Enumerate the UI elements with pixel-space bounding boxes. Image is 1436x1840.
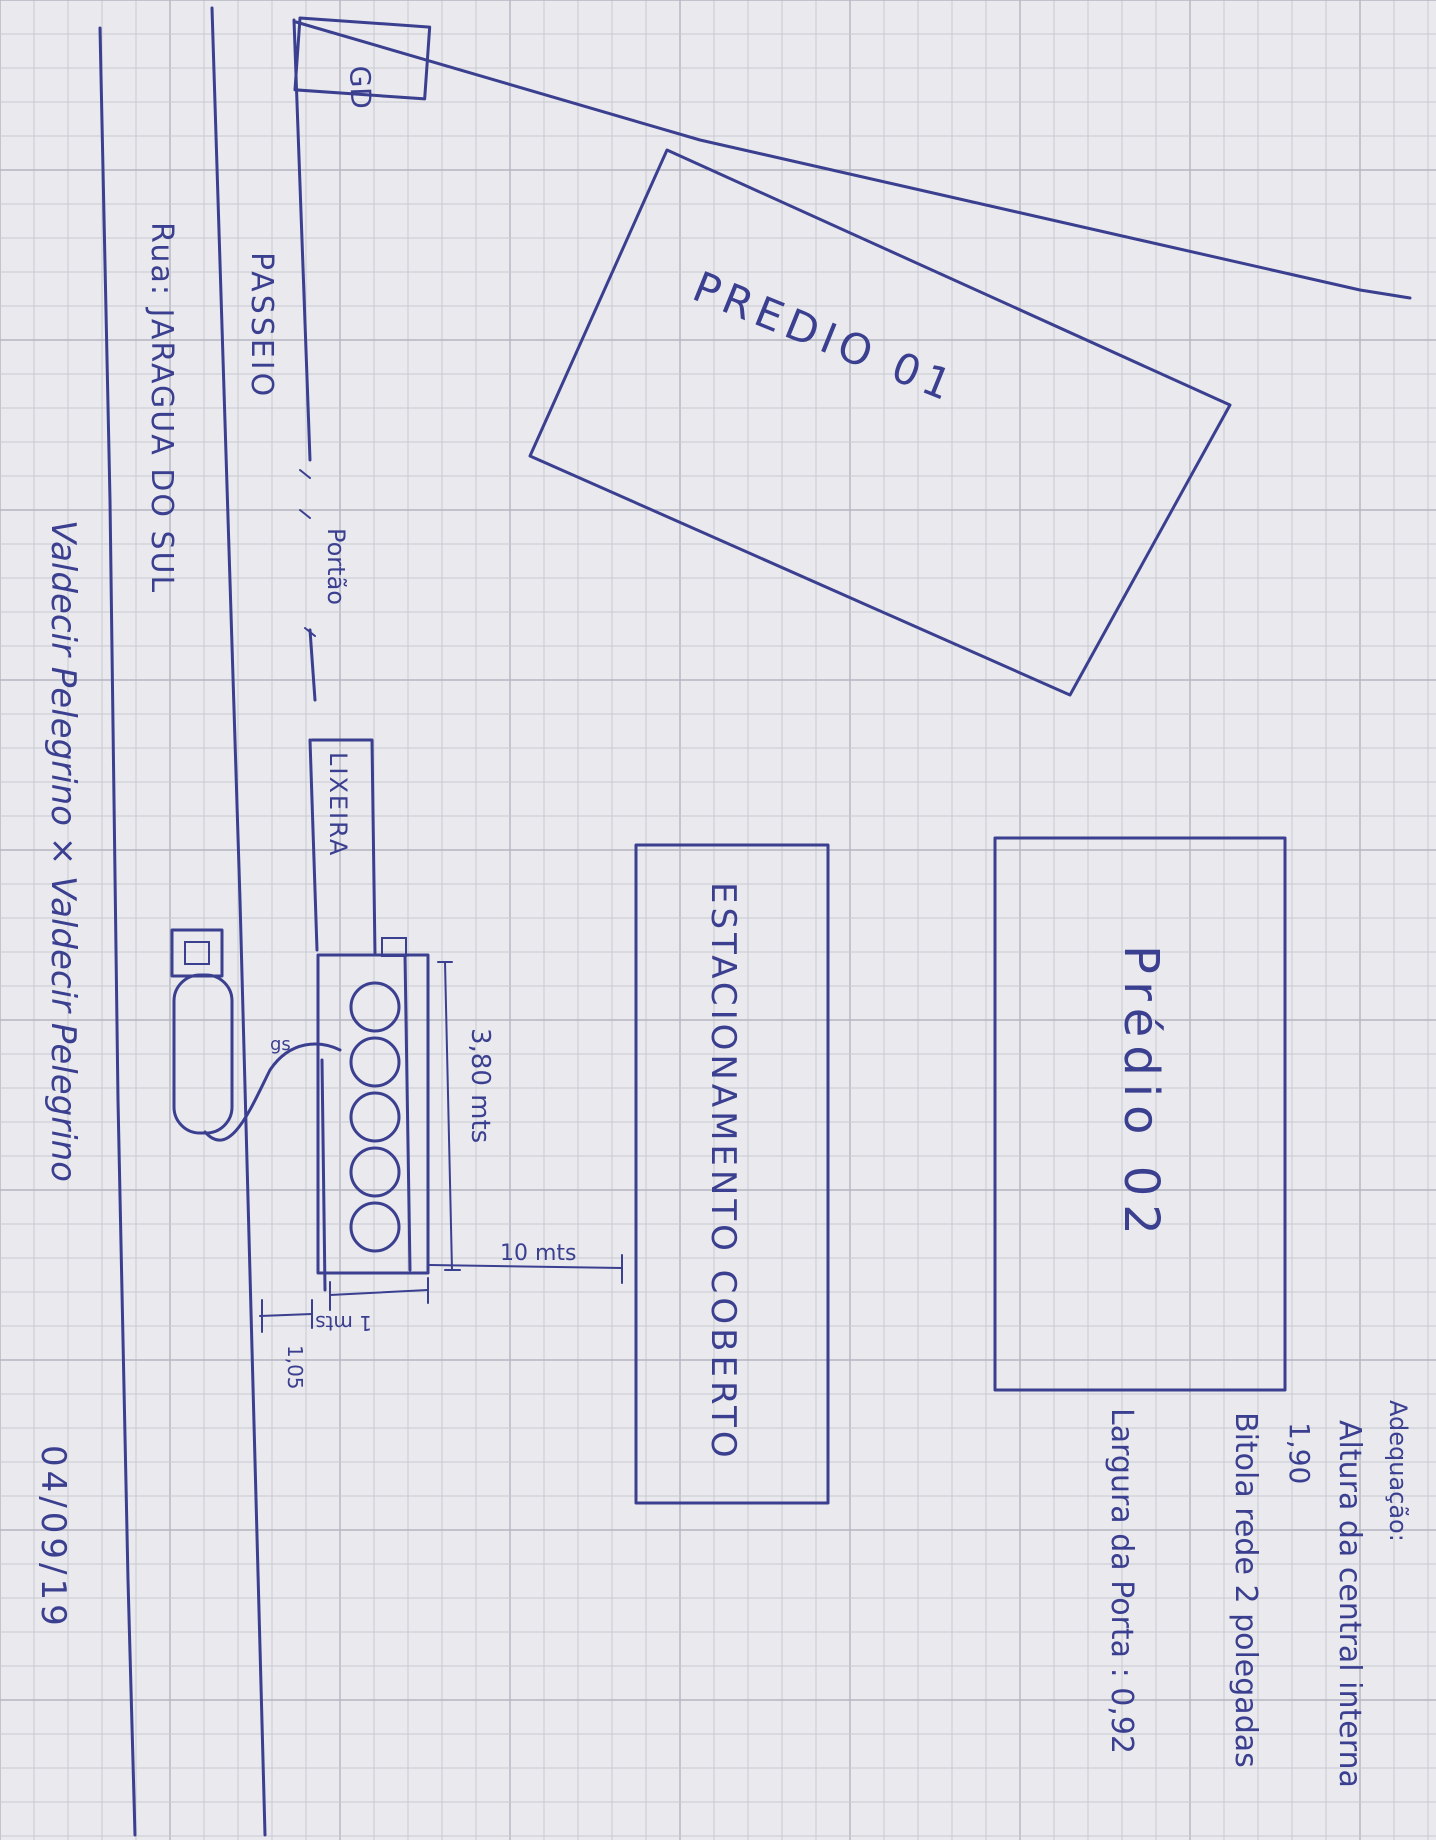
signature-date: 04/09/19 xyxy=(33,1445,73,1630)
wall-line-bottom xyxy=(320,1058,327,1292)
bin-enclosure xyxy=(310,738,377,957)
gas-cylinders xyxy=(349,981,401,1253)
sidewalk-label: PASSEIO xyxy=(244,252,279,399)
wall-line-upper xyxy=(292,18,312,462)
corner-box-label: GD xyxy=(343,65,377,109)
adequacao-line-4: Largura da Porta : 0,92 xyxy=(1104,1408,1139,1754)
building-02-label: Prédio 02 xyxy=(1113,945,1169,1243)
dim-curb-label: 1,05 xyxy=(283,1345,307,1390)
gas-cylinder xyxy=(349,1036,401,1088)
adequacao-notes: Adequação: Altura da central interna 1,9… xyxy=(1104,1400,1412,1788)
building-01-outline xyxy=(528,148,1232,697)
dim-parking-line xyxy=(429,1264,623,1269)
hose-line xyxy=(203,1042,342,1142)
dim-length-label: 3,80 mts xyxy=(465,1028,495,1143)
gas-cylinder xyxy=(349,1146,401,1198)
adequacao-line-1: Altura da central interna xyxy=(1332,1420,1367,1788)
street-name-label: Rua: JARAGUA DO SUL xyxy=(144,222,179,594)
gate-hinges xyxy=(299,469,316,637)
truck-cab-window xyxy=(184,941,210,965)
dim-width-line xyxy=(329,1289,429,1296)
signature: Valdecir Pelegrino × Valdecir Pelegrino xyxy=(43,520,83,1182)
curb-line xyxy=(210,6,267,1837)
property-diagonal-line xyxy=(294,20,1412,300)
corner-box xyxy=(293,16,432,101)
gas-enclosure xyxy=(316,953,430,1275)
wall-line-gate xyxy=(308,628,317,702)
building-02-outline xyxy=(993,836,1287,1392)
adequacao-line-2: 1,90 xyxy=(1283,1422,1316,1484)
street-lines xyxy=(98,6,327,1837)
truck-tank xyxy=(172,973,234,1135)
gas-cylinder xyxy=(349,1201,401,1253)
gate: Portão xyxy=(299,469,350,637)
gas-enclosure-inner-line xyxy=(403,953,412,1272)
street-edge-line xyxy=(98,26,137,1837)
hose-marker: gs xyxy=(270,1034,291,1055)
gas-truck: gs xyxy=(170,928,342,1142)
parking-outline xyxy=(634,843,830,1505)
parking-label: ESTACIONAMENTO COBERTO xyxy=(703,882,743,1462)
dim-length-line xyxy=(444,961,453,1271)
adequacao-heading: Adequação: xyxy=(1384,1400,1412,1542)
gas-cylinder xyxy=(349,981,401,1033)
gas-cylinder xyxy=(349,1091,401,1143)
gate-label: Portão xyxy=(322,528,350,605)
gas-enclosure-tab xyxy=(381,937,407,957)
wall-line-lower xyxy=(308,738,319,952)
adequacao-line-3: Bitola rede 2 polegadas xyxy=(1228,1412,1263,1768)
dim-parking-label: 10 mts xyxy=(500,1241,577,1266)
dim-width-label: 1 mts xyxy=(315,1311,372,1335)
bin-label: LIXEIRA xyxy=(324,752,352,857)
dim-curb-line xyxy=(259,1313,313,1317)
